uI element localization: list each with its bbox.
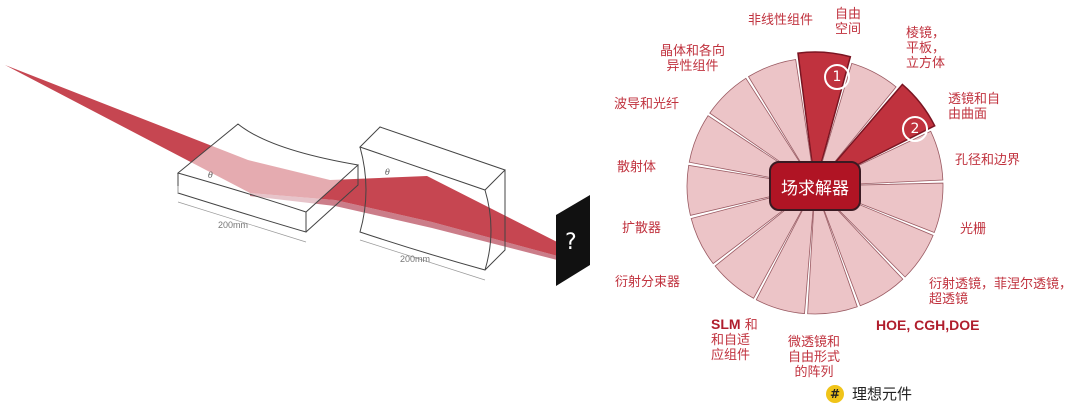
wheel-segment-6: [817, 191, 904, 307]
wheel-segment-14: [747, 59, 815, 180]
detector-screen: [556, 195, 590, 286]
label-prism: 棱镜， 平板， 立方体: [906, 26, 946, 71]
label-grating: 光栅: [960, 222, 987, 237]
optical-block-1: [176, 123, 360, 243]
theta-label-2: θ: [385, 168, 390, 177]
label-free-space: 自由 空间: [835, 7, 862, 37]
light-beam: [5, 65, 565, 258]
badge-1: 1: [824, 64, 850, 90]
label-diffuser: 扩散器: [622, 221, 662, 236]
optical-block-2: [359, 126, 506, 281]
label-nonlinear: 非线性组件: [748, 13, 814, 28]
detector-question-mark: ?: [565, 230, 577, 255]
theta-label-1: θ: [208, 171, 213, 180]
label-aperture: 孔径和边界: [955, 153, 1021, 168]
slm-rest: 和 和自适 应组件: [711, 318, 758, 363]
legend: # 理想元件: [826, 383, 912, 404]
legend-symbol: #: [826, 384, 844, 403]
wheel-segment-5: [820, 188, 934, 278]
optics-illustration: 200mm θ 200mm θ ?: [5, 65, 590, 286]
slm-bold: SLM: [711, 316, 741, 332]
badge-2: 2: [902, 116, 928, 142]
label-slm: SLM 和 和自适 应组件: [711, 316, 758, 364]
dimension-label-1: 200mm: [218, 220, 248, 230]
label-crystal: 晶体和各向 异性组件: [660, 44, 726, 74]
wheel-segment-1: [816, 62, 897, 181]
wheel-segment-9: [714, 190, 812, 299]
wheel-segment-8: [755, 192, 815, 315]
field-solver-center: 场求解器: [769, 161, 861, 211]
label-scatterer: 散射体: [617, 160, 657, 175]
label-lens: 透镜和自 由曲面: [948, 92, 1001, 122]
label-hoe: HOE, CGH,DOE: [876, 317, 980, 333]
wheel-segment-7: [807, 193, 858, 315]
wheel-segment-13: [709, 77, 812, 182]
dimension-label-2: 200mm: [400, 254, 430, 264]
label-beam-splitter: 衍射分束器: [615, 275, 681, 290]
wheel-segment-11: [686, 164, 808, 216]
label-diffractive-lens: 衍射透镜，菲涅尔透镜， 超透镜: [929, 277, 1073, 307]
legend-label: 理想元件: [852, 385, 913, 403]
label-microlens: 微透镜和 自由形式 的阵列: [788, 335, 841, 380]
label-waveguide: 波导和光纤: [614, 97, 680, 112]
